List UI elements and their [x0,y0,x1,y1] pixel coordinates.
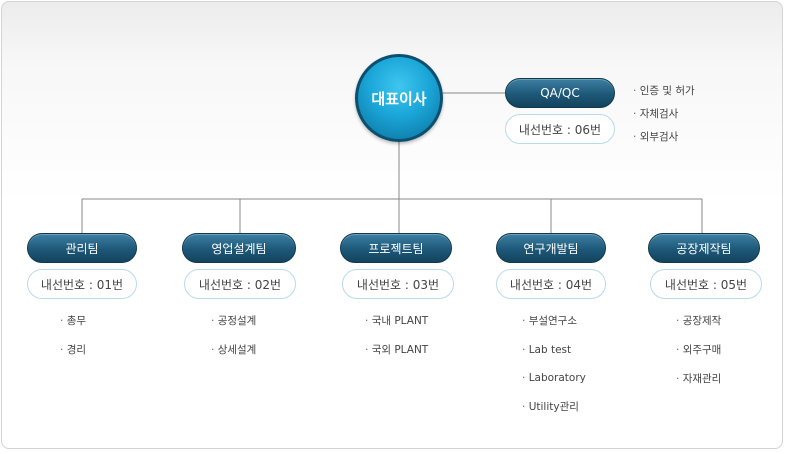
team-duty-item: 자재관리 [676,365,722,394]
team-duty-item: 공장제작 [676,307,722,336]
team-node-rnd: 연구개발팀 [496,233,606,263]
team-node-sales-design: 영업설계팀 [182,233,296,263]
team-duty-item: 총무 [60,307,86,336]
team-duty-list-project: 국내 PLANT 국외 PLANT [365,307,429,365]
qa-qc-duty-list: 인증 및 허가 자체검사 외부검사 [633,80,695,149]
team-duty-item: 국외 PLANT [365,336,429,365]
team-duty-item: 국내 PLANT [365,307,429,336]
team-duty-item: Utility관리 [522,393,586,422]
team-duty-list-sales-design: 공정설계 상세설계 [211,307,257,365]
team-duty-item: 공정설계 [211,307,257,336]
team-extension-factory: 내선번호 : 05번 [650,269,762,299]
team-duty-list-management: 총무 경리 [60,307,86,365]
team-duty-item: Lab test [522,336,586,365]
qa-qc-node: QA/QC [505,78,615,108]
team-extension-project: 내선번호 : 03번 [342,269,454,299]
team-duty-item: 부설연구소 [522,307,586,336]
team-duty-item: Laboratory [522,364,586,393]
team-duty-item: 상세설계 [211,336,257,365]
ceo-node: 대표이사 [355,54,443,142]
team-duty-list-factory: 공장제작 외주구매 자재관리 [676,307,722,394]
team-duty-item: 경리 [60,336,86,365]
qa-qc-extension: 내선번호 : 06번 [505,114,615,144]
qa-qc-duty-item: 자체검사 [633,103,695,126]
team-duty-list-rnd: 부설연구소 Lab test Laboratory Utility관리 [522,307,586,421]
team-extension-rnd: 내선번호 : 04번 [496,269,606,299]
team-node-factory: 공장제작팀 [648,233,760,263]
team-extension-management: 내선번호 : 01번 [27,269,137,299]
team-extension-sales-design: 내선번호 : 02번 [184,269,296,299]
qa-qc-duty-item: 인증 및 허가 [633,80,695,103]
team-node-management: 관리팀 [27,233,137,263]
team-duty-item: 외주구매 [676,336,722,365]
qa-qc-duty-item: 외부검사 [633,126,695,149]
team-node-project: 프로젝트팀 [340,233,452,263]
